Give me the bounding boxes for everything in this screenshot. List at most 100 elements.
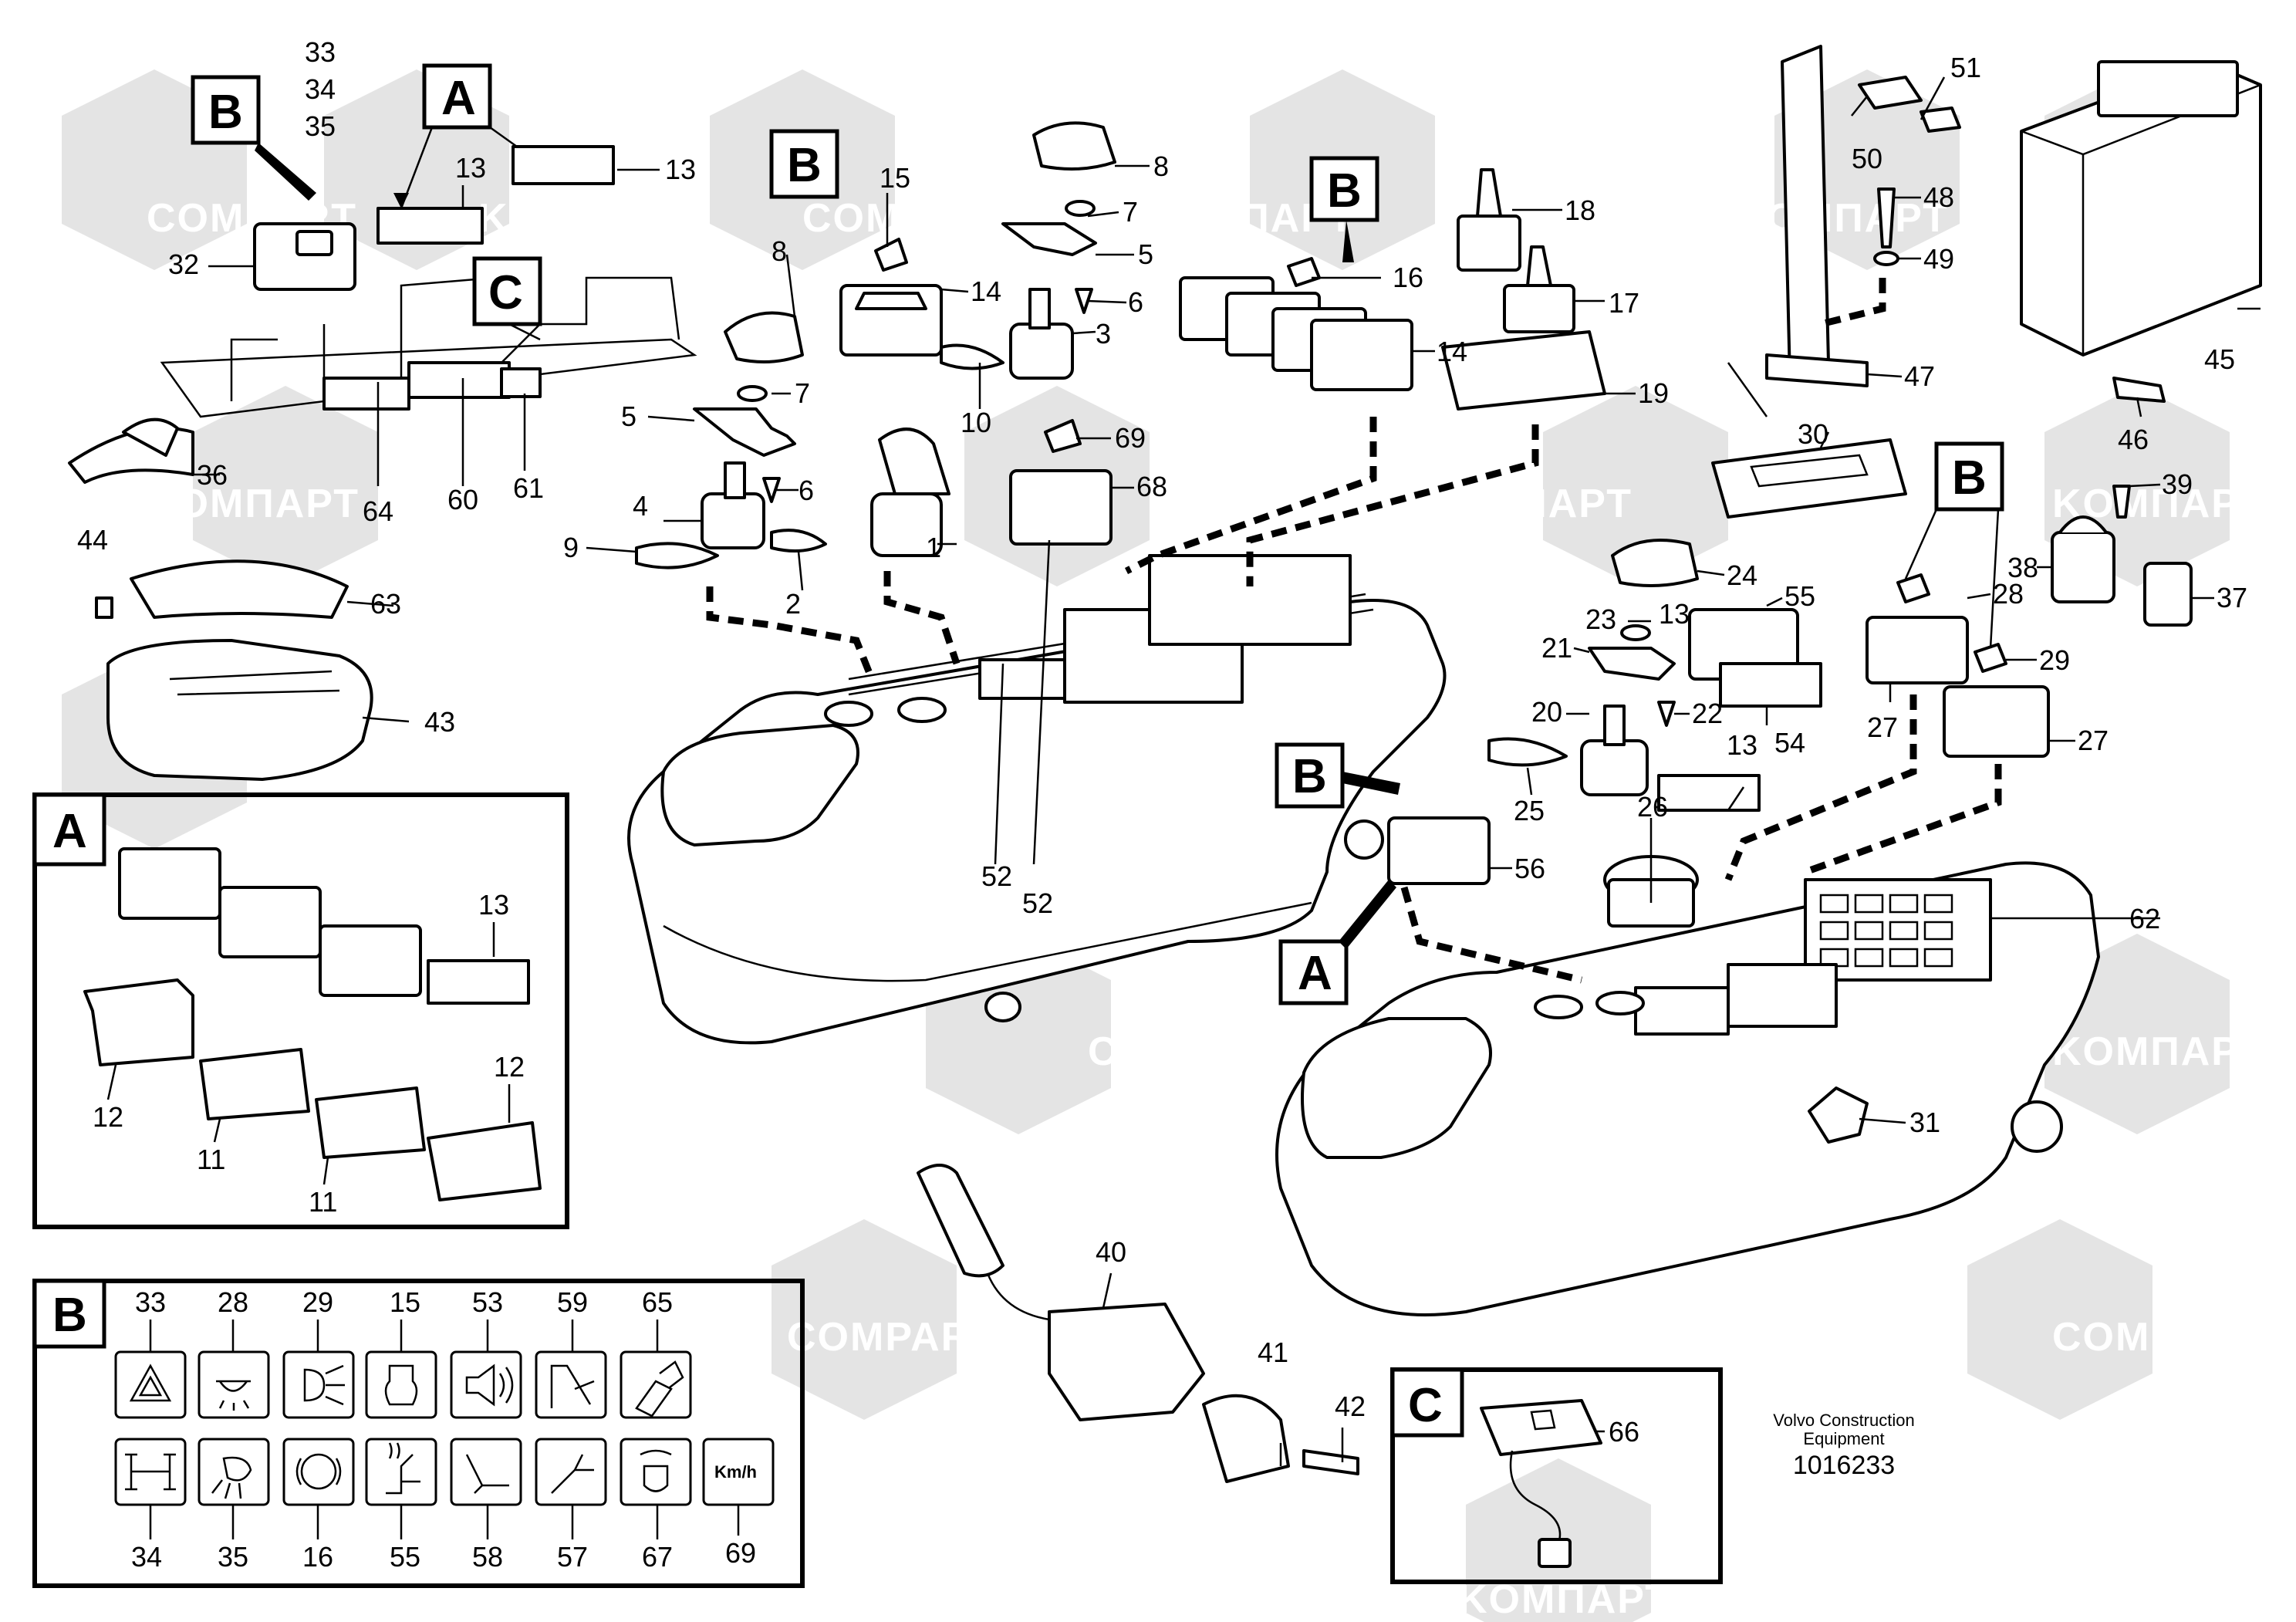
symbol-35-worklight-down-icon [198, 1438, 270, 1506]
watermark-text: KOMПАРТ [1736, 196, 1949, 241]
label-6b: 6 [1128, 286, 1143, 318]
label-61: 61 [513, 472, 544, 504]
rotary-switch-4 [701, 492, 765, 549]
label-39: 39 [2162, 468, 2193, 500]
switch-13-right [1657, 774, 1761, 812]
inset-a-switch-1 [118, 847, 221, 920]
toggle-17 [1503, 284, 1575, 333]
label-14: 14 [971, 275, 1001, 307]
inset-a-frame-12-left [83, 978, 194, 1066]
bracket-40 [1048, 1303, 1205, 1421]
label-23: 23 [1585, 603, 1616, 635]
rotary-switch-3 [1009, 323, 1074, 380]
upper-left-panel-group [68, 145, 697, 484]
label-51: 51 [1950, 52, 1981, 83]
switch-61 [500, 367, 542, 398]
svg-text:B: B [787, 139, 822, 192]
watermark-text: COMPART [802, 1577, 1013, 1622]
label-21: 21 [1541, 632, 1572, 664]
svg-text:67: 67 [642, 1541, 673, 1573]
pad-2 [770, 529, 827, 552]
label-5: 5 [621, 400, 636, 432]
label-18: 18 [1565, 194, 1595, 226]
label-14b: 14 [1437, 336, 1467, 367]
watermark-text: COMPART [2052, 744, 2263, 789]
component-parts [95, 45, 2262, 1483]
callout-b-15: B [769, 129, 839, 199]
label-35: 35 [305, 110, 336, 142]
label-43: 43 [424, 706, 455, 738]
inset-c: C 66 [1390, 1367, 1723, 1584]
symbol-67-swing-icon [620, 1438, 692, 1506]
label-32: 32 [168, 248, 199, 280]
inset-a-frame-12-right [427, 1121, 542, 1201]
label-64: 64 [363, 495, 393, 527]
bolt-42 [1302, 1449, 1359, 1475]
label-49: 49 [1923, 243, 1954, 275]
watermark-text: KOMПАРТ [1736, 1315, 1949, 1360]
switch-68 [1009, 469, 1113, 546]
label-8: 8 [772, 235, 787, 267]
label-7: 7 [795, 377, 810, 409]
watermark-text: KOMПАРТ [147, 482, 360, 526]
switch-60 [407, 361, 511, 399]
label-7b: 7 [1123, 196, 1138, 228]
svg-text:53: 53 [472, 1286, 503, 1318]
label-48: 48 [1923, 181, 1954, 213]
label-16: 16 [1393, 262, 1423, 293]
label-62: 62 [2129, 903, 2160, 934]
svg-text:28: 28 [218, 1286, 248, 1318]
svg-text:58: 58 [472, 1541, 503, 1573]
knob-24 [1611, 539, 1699, 587]
legend-bottom-row: Km/h 34 35 16 55 58 57 67 69 [114, 1438, 775, 1573]
rotary-switch-20 [1580, 739, 1649, 796]
label-68: 68 [1136, 471, 1167, 502]
label-31: 31 [1909, 1107, 1940, 1138]
svg-text:29: 29 [302, 1286, 333, 1318]
label-15: 15 [880, 162, 910, 194]
svg-text:15: 15 [390, 1286, 420, 1318]
bolt-48 [1877, 188, 1896, 248]
watermark-text: KOMПАРТ [1420, 482, 1633, 526]
svg-text:C: C [488, 266, 523, 319]
inset-a-switch-13 [427, 959, 530, 1005]
plate-21 [1588, 647, 1676, 681]
screw-39 [2112, 485, 2131, 519]
label-13b: 13 [665, 154, 696, 185]
label-38: 38 [2007, 552, 2038, 583]
svg-text:A: A [441, 72, 476, 125]
washer-49 [1873, 251, 1899, 266]
switch-13-b [512, 145, 615, 185]
label-25: 25 [1514, 795, 1545, 826]
svg-text:B: B [1292, 750, 1327, 803]
svg-text:B: B [1327, 164, 1362, 218]
watermark-text: COMPART [478, 482, 689, 526]
knob-8-left [724, 311, 804, 363]
svg-text:A: A [1298, 947, 1332, 1000]
legend-top-row: 33 28 29 15 53 59 65 [114, 1286, 692, 1419]
cable-runs [706, 278, 2002, 984]
inset-a-bracket-11-a [199, 1048, 310, 1120]
switch-54 [1719, 662, 1822, 708]
svg-text:12: 12 [494, 1051, 525, 1083]
label-13: 13 [455, 152, 486, 184]
switch-64 [322, 377, 410, 411]
inset-a-switch-2 [218, 886, 322, 958]
svg-text:69: 69 [725, 1537, 756, 1569]
label-40: 40 [1096, 1236, 1126, 1268]
callout-a-upper: A [393, 63, 518, 209]
label-37: 37 [2217, 582, 2247, 613]
label-24: 24 [1727, 559, 1757, 591]
frame-30 [1711, 438, 1907, 519]
inset-a: A 13 12 11 11 12 [32, 792, 569, 1229]
symbol-33-hazard-icon [114, 1350, 187, 1419]
inset-a-switch-3 [319, 924, 422, 997]
label-29: 29 [2039, 644, 2070, 676]
washer-23 [1620, 624, 1651, 641]
label-13d: 13 [1727, 729, 1757, 761]
screw-22 [1657, 701, 1676, 727]
console-slot-right [1727, 963, 1838, 1028]
label-27b: 27 [2078, 725, 2109, 756]
watermark-text: COMPART [2052, 1315, 2263, 1360]
label-50: 50 [1852, 143, 1882, 174]
